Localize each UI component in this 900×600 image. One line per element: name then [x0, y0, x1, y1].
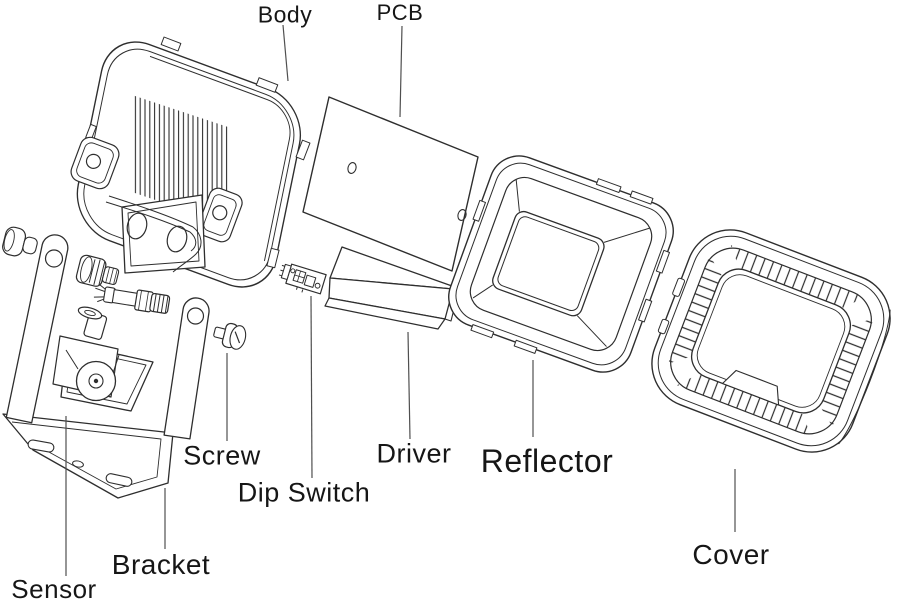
- pcb-leader-line: [399, 25, 403, 118]
- label-screw: Screw: [183, 440, 261, 471]
- body-lug-center: [197, 187, 243, 243]
- body-lug-left: [70, 136, 120, 190]
- label-cover: Cover: [692, 539, 770, 570]
- leader-lines: [65, 24, 736, 576]
- cable-gland: [93, 284, 171, 314]
- rivet-screw: [2, 226, 38, 257]
- label-pcb: PCB: [376, 0, 424, 25]
- label-dip-switch: Dip Switch: [237, 477, 371, 508]
- body-leader-line: [282, 24, 289, 82]
- dip-switch-part: [278, 263, 327, 295]
- pan-head-screw: [213, 322, 247, 350]
- heatsink-fins: [132, 95, 228, 225]
- pcb-part: [302, 96, 479, 272]
- label-body: Body: [257, 1, 313, 28]
- body-mounting-plate: [105, 194, 206, 274]
- label-driver: Driver: [376, 438, 452, 469]
- label-sensor: Sensor: [11, 574, 97, 600]
- driver-part: [324, 246, 459, 330]
- screw-parts: [2, 226, 247, 350]
- bracket-part: [2, 234, 210, 499]
- driver-leader-line: [407, 331, 411, 440]
- hex-bolt: [75, 254, 120, 287]
- body-part: [70, 36, 311, 288]
- reflector-part: [448, 155, 674, 373]
- sensor-part: [52, 306, 154, 412]
- dip-switch-leader-line: [310, 295, 313, 479]
- label-reflector: Reflector: [480, 443, 614, 479]
- cover-part: [651, 229, 891, 453]
- label-bracket: Bracket: [111, 549, 211, 580]
